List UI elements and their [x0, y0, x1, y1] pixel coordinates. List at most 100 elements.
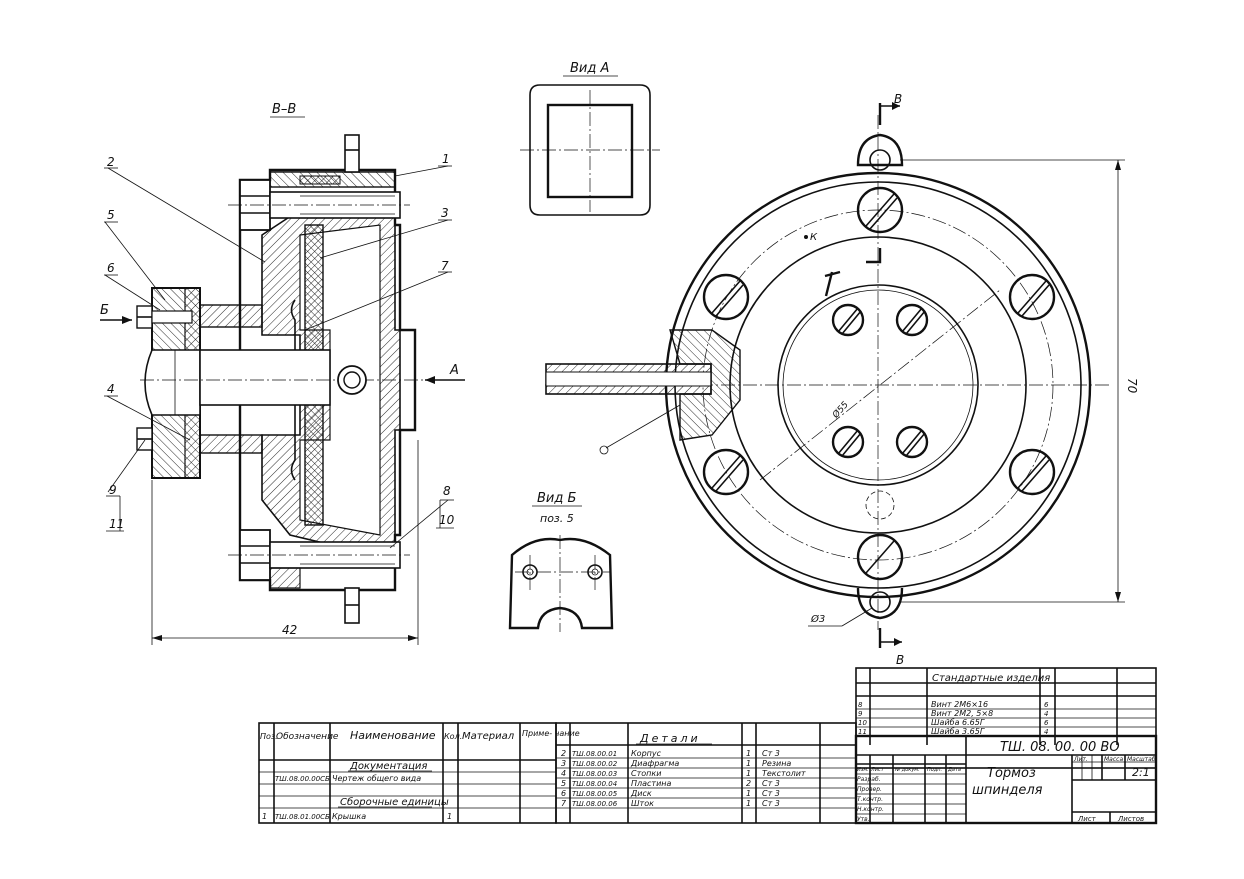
detail-name: Диск [630, 789, 652, 798]
spec-table-standard: Стандартные изделия [855, 667, 1157, 769]
std-pos: 8 [858, 701, 863, 709]
detail-pos: 7 [561, 799, 567, 808]
balloon-labels: 2 5 6 4 9 11 1 3 7 8 10 [104, 152, 455, 532]
balloon-5: 5 [107, 208, 115, 222]
std-pos: 10 [858, 719, 867, 727]
dim-height: 70 [1125, 378, 1139, 394]
role-header-1: Лист [870, 767, 885, 773]
std-pos: 9 [858, 710, 863, 718]
spec-table-details: Детали [555, 722, 857, 824]
detail-name: Стопки [631, 769, 661, 778]
detail-name: Пластина [631, 779, 672, 788]
spec-table-left: Поз. Обозначение Наименование Кол. Матер… [258, 722, 580, 824]
bottom-screw [228, 529, 410, 589]
detail-code: ТШ.08.00.06 [572, 800, 618, 808]
detail-pos: 3 [561, 759, 566, 768]
role-0: Разраб. [857, 776, 881, 783]
row-doc-code: ТШ.08.00.00СБ [275, 775, 330, 783]
detail-code: ТШ.08.00.04 [572, 780, 617, 788]
drawing-code: ТШ. 08. 00. 00 ВО [1000, 740, 1120, 755]
std-name: Шайба 6.65Г [931, 718, 985, 727]
role-4: Утв. [857, 816, 870, 823]
arrow-b-label: Б [100, 303, 109, 318]
detail-pos: 2 [561, 749, 566, 758]
leader-lines [104, 165, 449, 549]
detail-mat: Ст 3 [762, 789, 780, 798]
drawing-name-1: Тормоз [987, 766, 1036, 781]
row-asm-pos: 1 [262, 812, 267, 821]
role-header-4: Дата [947, 767, 961, 773]
detail-mat: Ст 3 [762, 779, 780, 788]
sheets-label: Листов [1117, 815, 1144, 823]
role-header-2: № докум. [894, 767, 920, 773]
lit-header: Лит. [1073, 756, 1088, 763]
std-rows: 8 Винт 2М6×16 6 9 Винт 2М2, 5×8 4 10 Шайба 6.65… [858, 700, 1049, 736]
row-asm-name: Крышка [332, 812, 366, 821]
std-qty: 6 [1044, 701, 1049, 709]
detail-qty: 1 [746, 789, 751, 798]
std-pos: 11 [858, 728, 867, 736]
scale-header: Масштаб [1127, 756, 1156, 763]
mass-header: Масса [1104, 756, 1123, 763]
hdr-code: Обозначение [276, 732, 339, 742]
section-docs: Документация [349, 761, 427, 772]
balloon-3: 3 [441, 206, 449, 220]
std-name: Винт 2М6×16 [931, 700, 988, 709]
std-name: Шайба 3.65Г [931, 727, 985, 736]
view-a-label: Вид А [570, 61, 609, 76]
details-header: Детали [639, 732, 701, 745]
hdr-qty: Кол. [444, 732, 462, 741]
hdr-pos: Поз. [260, 732, 278, 741]
drawing-scale: 2:1 [1132, 766, 1150, 779]
balloon-2: 2 [107, 155, 115, 169]
role-1: Провер. [857, 786, 882, 793]
view-b-label: Вид Б [537, 491, 576, 506]
detail-name: Корпус [631, 749, 662, 758]
std-qty: 6 [1044, 719, 1049, 727]
std-qty: 4 [1044, 710, 1048, 718]
balloon-4: 4 [107, 382, 115, 396]
drawing-name-2: шпинделя [972, 783, 1043, 798]
detail-qty: 1 [746, 769, 751, 778]
cut-v-bottom: В [896, 653, 904, 667]
dim-width: 42 [282, 623, 297, 637]
role-3: Н.контр. [857, 806, 884, 813]
row-asm-qty: 1 [447, 812, 452, 821]
detail-qty: 1 [746, 799, 751, 808]
sheet-label: Лист [1077, 815, 1097, 823]
std-header: Стандартные изделия [932, 673, 1050, 684]
detail-mat: Ст 3 [762, 749, 780, 758]
section-label: В–В [272, 102, 296, 117]
top-screw [228, 179, 410, 231]
point-k: К [810, 232, 818, 243]
title-block: ТШ. 08. 00. 00 ВО Тормоз шпинделя Лит. М… [854, 734, 1158, 825]
hdr-name: Наименование [350, 729, 436, 742]
section-assembly: Сборочные единицы [340, 796, 449, 808]
detail-qty: 2 [746, 779, 751, 788]
detail-pos: 4 [561, 769, 566, 778]
arrow-a-label: А [449, 363, 459, 378]
detail-code: ТШ.08.00.02 [572, 760, 618, 768]
detail-qty: 1 [746, 759, 751, 768]
detail-pos: 6 [561, 789, 566, 798]
detail-name: Шток [631, 799, 654, 808]
detail-name: Диафрагма [630, 759, 679, 768]
std-name: Винт 2М2, 5×8 [931, 709, 993, 718]
detail-mat: Текстолит [762, 769, 806, 778]
bolt-holes-large [702, 186, 1056, 581]
dim-dia-hole: Ø3 [810, 613, 825, 625]
detail-code: ТШ.08.00.05 [572, 790, 618, 798]
detail-qty: 1 [746, 749, 751, 758]
row-asm-code: ТШ.08.01.00СБ [275, 813, 330, 821]
std-qty: 4 [1044, 728, 1048, 736]
balloon-6: 6 [107, 261, 115, 275]
hdr-note: Приме- чание [522, 729, 580, 738]
view-a: Вид А [520, 61, 660, 216]
bolt-holes-small [831, 303, 929, 459]
view-b-sub: поз. 5 [540, 512, 574, 525]
details-rows: 2 ТШ.08.00.01 Корпус 1 Ст 3 3 ТШ.08.00.02 Диафр… [561, 749, 806, 808]
detail-code: ТШ.08.00.01 [572, 750, 617, 758]
row-doc-name: Чертеж общего вида [332, 774, 421, 783]
hdr-mat: Материал [462, 731, 515, 742]
